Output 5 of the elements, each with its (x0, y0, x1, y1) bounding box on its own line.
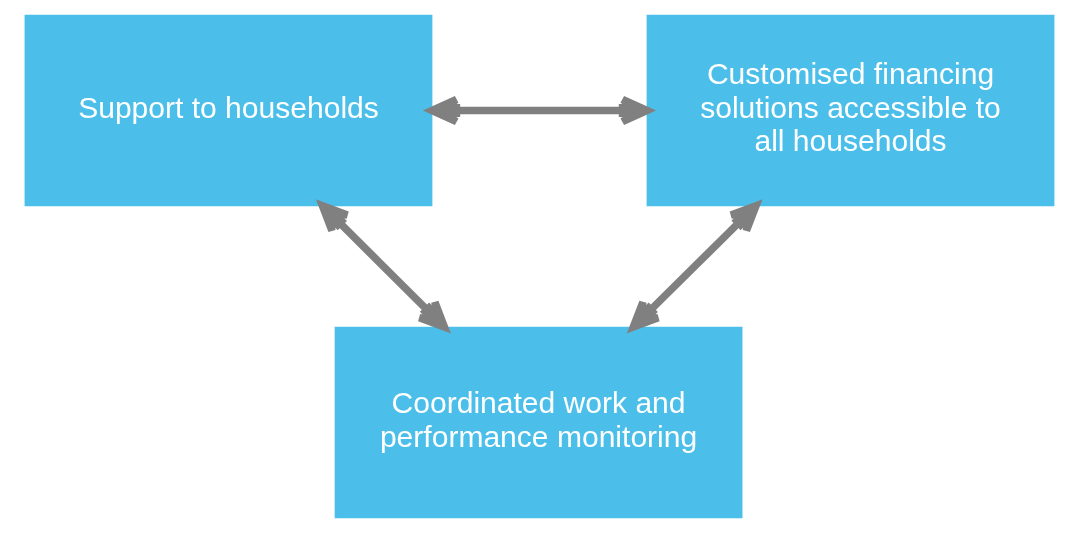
node-box: Coordinated work and performance monitoring (334, 326, 742, 519)
arrow (628, 201, 760, 331)
node-box: Customised financing solutions accessible to all households (646, 14, 1054, 207)
arrow (318, 201, 448, 331)
node-box: Support to households (24, 14, 432, 207)
